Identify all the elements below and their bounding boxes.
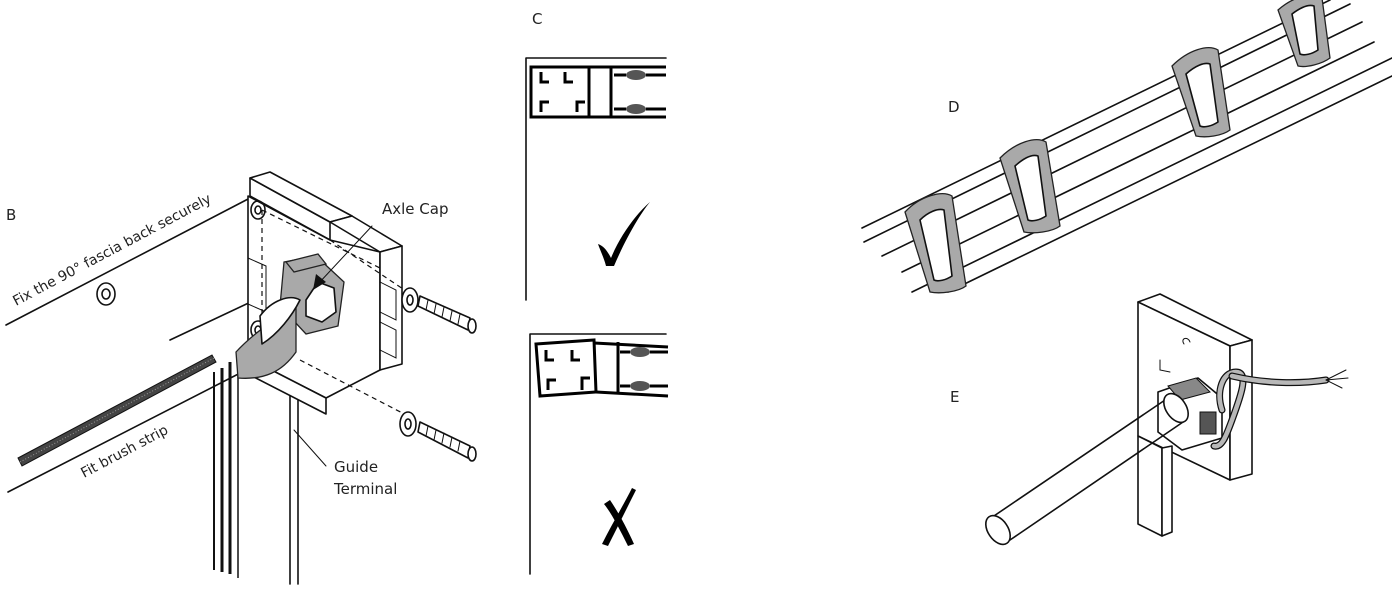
check-mark-icon	[598, 202, 650, 266]
guide-rails	[213, 358, 299, 585]
fascia-bottom-edge	[7, 367, 251, 493]
panel-d-strapped-tube-bundle: D	[861, 0, 1392, 294]
axle-cap-label: Axle Cap	[382, 200, 449, 218]
fascia-top-edge	[5, 197, 251, 326]
panel-c-fascia-alignment: C	[525, 10, 669, 575]
fascia-axle-line	[169, 299, 256, 341]
panel-b-label: B	[6, 206, 16, 224]
fascia-screw-icon	[96, 282, 116, 306]
axle-cap-callout-arrow	[313, 274, 326, 290]
screw-top-icon	[401, 287, 477, 334]
strap	[1277, 0, 1331, 68]
guide-terminal-callout-line	[293, 429, 327, 467]
fix-fascia-instruction: Fix the 90° fascia back securely	[10, 191, 214, 309]
drive-tube	[985, 392, 1189, 546]
fit-brush-instruction: Fit brush strip	[78, 422, 171, 481]
correct-fit-profile	[525, 57, 667, 301]
panel-e-label: E	[950, 388, 959, 406]
power-cable	[1210, 368, 1349, 450]
panel-b-end-bracket-assembly: B Fix the 90° fascia back securely Fit b…	[5, 171, 477, 585]
guide-terminal	[235, 296, 301, 379]
incorrect-fit-profile	[529, 333, 669, 575]
cross-mark-icon	[602, 488, 636, 546]
guide-terminal-label-line1: Guide	[334, 458, 378, 476]
screw-bottom-icon	[399, 411, 477, 462]
strap	[904, 193, 967, 294]
strap	[999, 139, 1061, 234]
panel-e-motor-bracket: E	[950, 293, 1349, 546]
strap	[1171, 47, 1231, 138]
panel-d-label: D	[948, 98, 960, 116]
brush-strip	[17, 354, 217, 467]
guide-terminal-label-line2: Terminal	[333, 480, 397, 498]
bracket-hole-top-icon	[250, 200, 266, 220]
axle-cap-callout-line	[317, 225, 373, 285]
panel-c-label: C	[532, 10, 542, 28]
